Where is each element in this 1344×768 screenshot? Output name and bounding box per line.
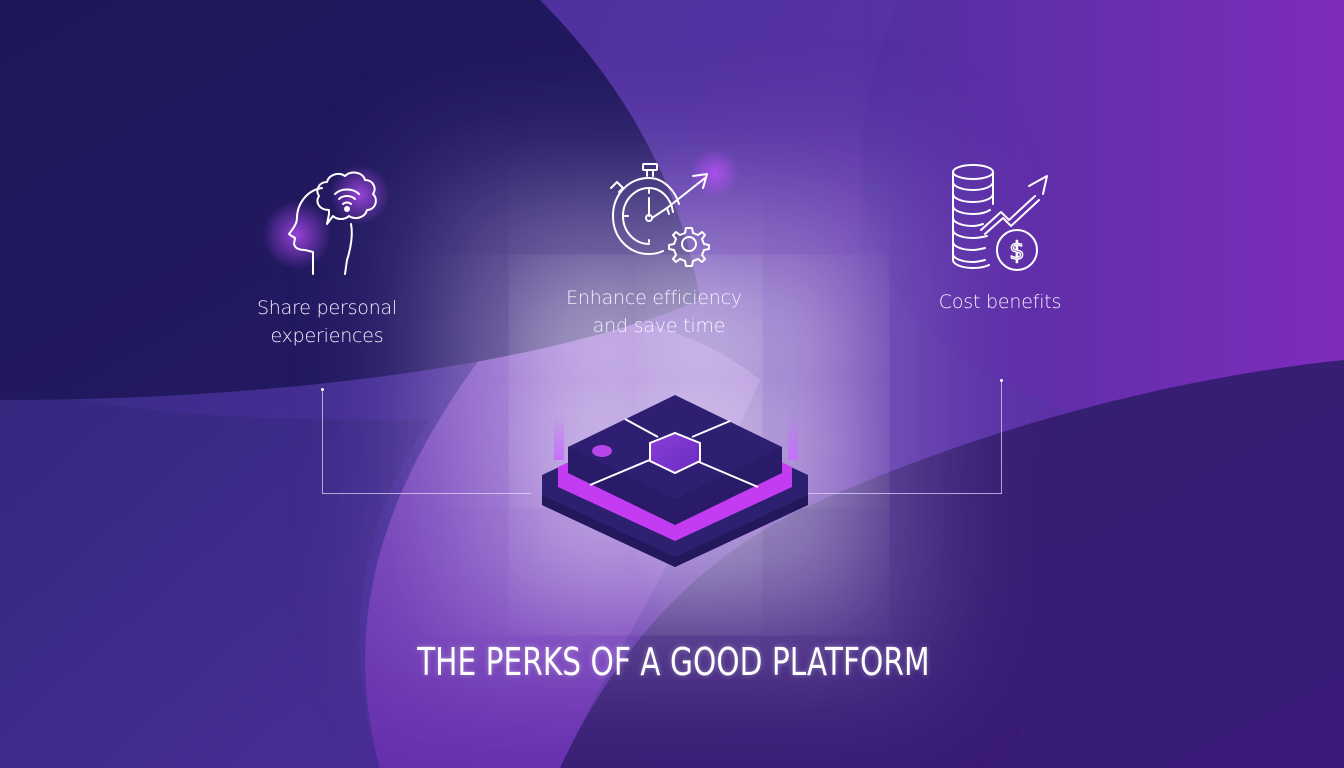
- stopwatch-gear-arrow-icon: [610, 163, 710, 267]
- feature-label-line2: and save time: [592, 315, 726, 337]
- head-thought-wifi-icon: [288, 171, 377, 275]
- connector-right: [808, 381, 1002, 494]
- connector-right-dot: [1000, 379, 1003, 382]
- feature-enhance-efficiency: Enhance efficiency and save time: [554, 158, 764, 340]
- feature-label-line2: experiences: [270, 325, 384, 347]
- coins-growth-dollar-icon: $: [952, 164, 1048, 271]
- connector-left-dot: [321, 388, 324, 391]
- feature-cost-benefits: $ Cost benefits: [900, 160, 1100, 316]
- page-title: THE PERKS OF A GOOD PLATFORM: [417, 640, 930, 684]
- isometric-platform-icon: [542, 395, 808, 567]
- feature-label-line1: Enhance efficiency: [566, 287, 742, 309]
- feature-share-personal-experiences: Share personal experiences: [227, 158, 427, 350]
- feature-label-line1: Share personal: [256, 297, 398, 319]
- connector-left: [322, 389, 531, 494]
- feature-label-line1: Cost benefits: [938, 291, 1062, 313]
- svg-text:$: $: [1009, 237, 1024, 265]
